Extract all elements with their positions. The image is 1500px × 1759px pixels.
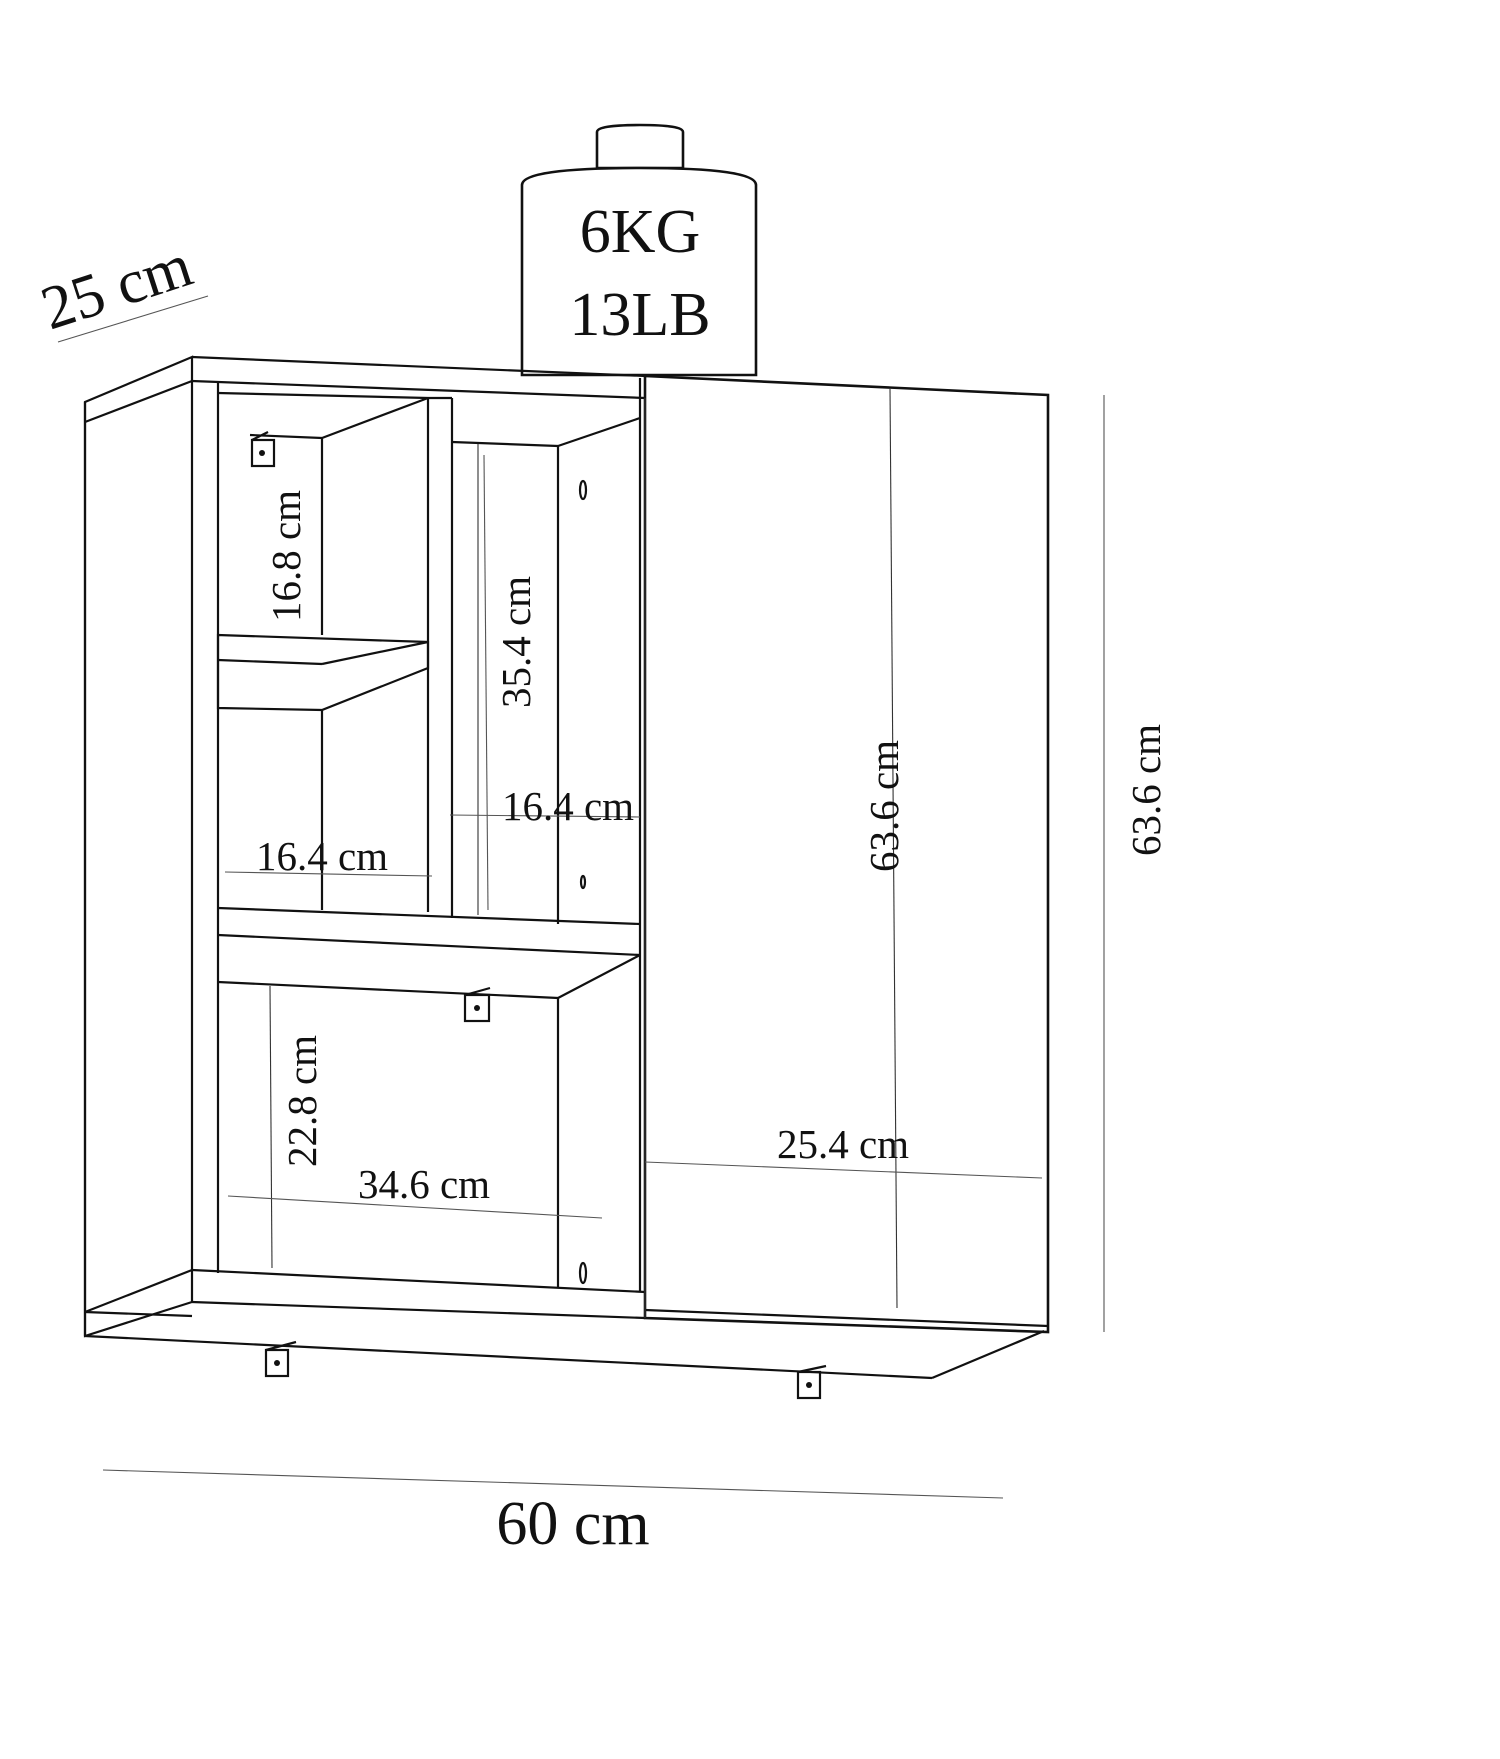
dimension-lines (102, 395, 1105, 1499)
top-left-width-label: 16.4 cm (256, 833, 388, 879)
weight-lb-label: 13LB (569, 281, 710, 349)
cabinet-body (83, 355, 1050, 1380)
weight-kg-label: 6KG (580, 198, 701, 266)
mid-width-label: 16.4 cm (502, 783, 634, 829)
depth-dimension: 25 cm (33, 231, 209, 343)
bottom-width-label: 34.6 cm (358, 1161, 490, 1207)
bracket-icon (463, 986, 491, 1023)
bracket-icon (796, 1364, 827, 1400)
door-height-label: 63.6 cm (861, 740, 907, 872)
total-height-label: 63.6 cm (1123, 724, 1169, 856)
mounting-brackets (250, 431, 827, 1400)
mid-height-label: 35.4 cm (493, 576, 539, 708)
bottom-height-label: 22.8 cm (279, 1035, 325, 1167)
bracket-icon (264, 1340, 297, 1378)
bracket-icon (250, 431, 276, 468)
dimension-labels: 63.6 cm 63.6 cm 16.8 cm 35.4 cm 22.8 cm … (256, 490, 1169, 1558)
total-width-label: 60 cm (496, 1490, 649, 1558)
top-left-height-label: 16.8 cm (263, 490, 309, 622)
door-width-label: 25.4 cm (777, 1121, 909, 1167)
weight-container: 6KG 13LB (520, 123, 758, 377)
depth-label: 25 cm (33, 231, 200, 343)
